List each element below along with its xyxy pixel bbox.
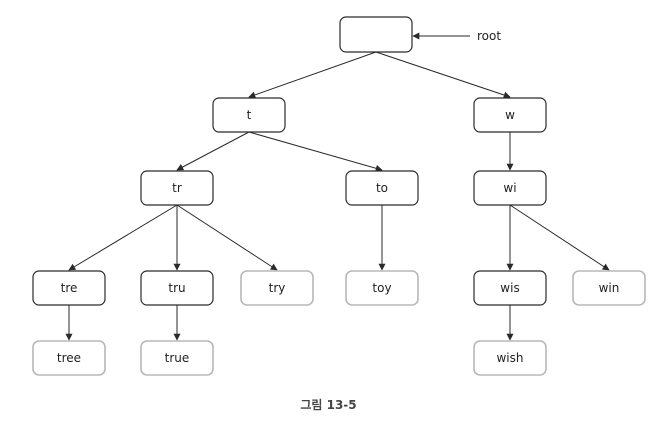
root-pointer: root bbox=[412, 29, 501, 43]
edge-wi-win bbox=[509, 204, 610, 271]
node-box-wi bbox=[473, 170, 547, 206]
node-to: to bbox=[345, 170, 419, 206]
node-wish: wish bbox=[473, 340, 547, 376]
node-w: w bbox=[473, 97, 547, 133]
node-box-root bbox=[339, 16, 413, 53]
root-pointer-label: root bbox=[477, 29, 501, 43]
node-toy: toy bbox=[345, 270, 419, 306]
nodes: t w tr to wi tre tru try toy wis win tree true wish bbox=[32, 16, 646, 376]
node-box-tr bbox=[140, 170, 214, 206]
node-label-to: to bbox=[376, 181, 388, 195]
node-box-wish bbox=[473, 340, 547, 376]
node-box-toy bbox=[345, 270, 419, 306]
node-label-wi: wi bbox=[503, 181, 516, 195]
node-box-try bbox=[240, 270, 314, 306]
node-tre: tre bbox=[32, 270, 106, 306]
node-label-tre: tre bbox=[61, 281, 78, 295]
edge-tr-tre bbox=[68, 204, 178, 271]
node-label-tr: tr bbox=[172, 181, 182, 195]
node-box-win bbox=[572, 270, 646, 306]
node-label-wis: wis bbox=[500, 281, 519, 295]
edge-t-to bbox=[248, 131, 383, 172]
edge-tr-try bbox=[176, 204, 278, 271]
node-try: try bbox=[240, 270, 314, 306]
node-tr: tr bbox=[140, 170, 214, 206]
node-label-try: try bbox=[269, 281, 286, 295]
edges bbox=[65, 51, 610, 341]
node-label-tru: tru bbox=[168, 281, 185, 295]
node-label-win: win bbox=[599, 281, 620, 295]
node-tree: tree bbox=[32, 340, 106, 376]
node-true: true bbox=[140, 340, 214, 376]
node-box-wis bbox=[473, 270, 547, 306]
node-box-t bbox=[212, 97, 286, 133]
node-label-w: w bbox=[505, 108, 515, 122]
node-tru: tru bbox=[140, 270, 214, 306]
node-label-toy: toy bbox=[372, 281, 391, 295]
node-wi: wi bbox=[473, 170, 547, 206]
node-label-tree: tree bbox=[57, 351, 81, 365]
node-box-tru bbox=[140, 270, 214, 306]
figure-caption: 그림 13-5 bbox=[300, 398, 357, 412]
node-wis: wis bbox=[473, 270, 547, 306]
node-label-wish: wish bbox=[496, 351, 523, 365]
trie-diagram: t w tr to wi tre tru try toy wis win tree true wish r… bbox=[32, 16, 646, 376]
node-box-w bbox=[473, 97, 547, 133]
node-label-true: true bbox=[165, 351, 190, 365]
node-label-t: t bbox=[247, 108, 252, 122]
node-root bbox=[339, 16, 413, 53]
edge-root-w bbox=[375, 51, 511, 99]
node-box-tre bbox=[32, 270, 106, 306]
node-t: t bbox=[212, 97, 286, 133]
edge-t-tr bbox=[176, 131, 250, 171]
node-win: win bbox=[572, 270, 646, 306]
node-box-tree bbox=[32, 340, 106, 376]
node-box-to bbox=[345, 170, 419, 206]
edge-root-t bbox=[248, 51, 377, 99]
node-box-true bbox=[140, 340, 214, 376]
